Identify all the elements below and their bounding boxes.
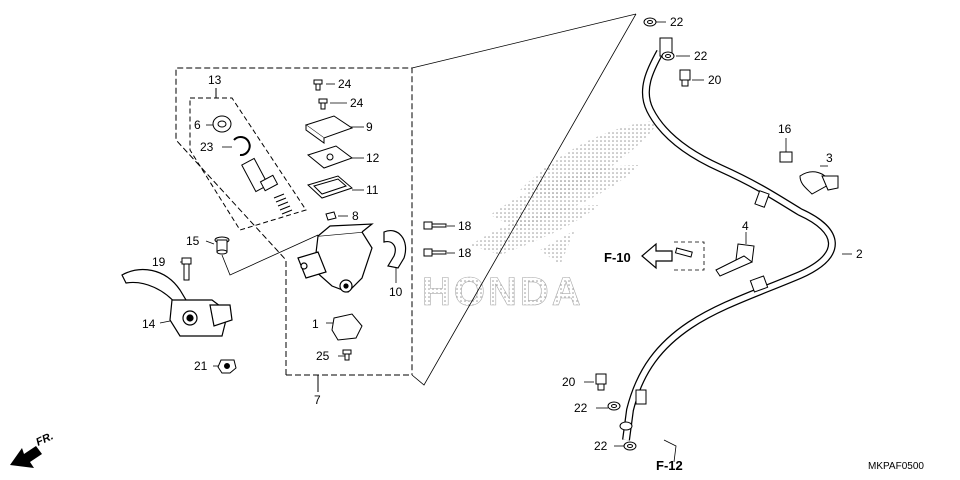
reservoir-cover-parts [304,79,354,221]
hose-clamp-parts [674,151,839,277]
f10-direction-arrow [641,242,673,270]
honda-watermark-text: HONDA [422,270,584,314]
callout-22-lower: 22 [574,401,588,415]
assembly-13-outline [189,88,307,231]
callout-18-lower: 18 [458,246,472,260]
brake-lever [121,268,233,337]
callout-13: 13 [208,73,222,87]
reference-f10: F-10 [604,250,631,265]
callout-numbers: 1 2 3 4 6 7 8 9 10 11 12 13 14 15 16 18 … [142,15,863,453]
assembly-7-outline [175,67,413,392]
front-arrow [10,446,42,468]
pivot-bolt [181,257,192,281]
callout-9: 9 [366,120,373,134]
master-cylinder-holder [383,230,407,269]
callout-2: 2 [856,247,863,261]
piston-kit-parts [212,115,293,215]
reference-f12: F-12 [656,458,683,473]
front-marker-label: FR. [34,430,55,448]
callout-18-upper: 18 [458,219,472,233]
callout-14: 14 [142,317,156,331]
callout-19: 19 [152,255,166,269]
pivot-nut [217,359,237,374]
callout-23: 23 [200,140,214,154]
callout-8: 8 [352,209,359,223]
stop-switch [331,313,363,361]
callout-20-lower: 20 [562,375,576,389]
callout-21: 21 [194,359,208,373]
callout-6: 6 [194,118,201,132]
callout-11: 11 [366,183,379,197]
master-cylinder-body [297,223,374,293]
callout-22-upper: 22 [694,49,708,63]
callout-22-bottom: 22 [594,439,608,453]
callout-20-upper: 20 [708,73,722,87]
banjo-bolts-washers [595,17,691,451]
callout-7: 7 [314,393,321,407]
diagram-code: MKPAF0500 [868,461,924,472]
holder-bolts [423,221,447,257]
callout-24-lower: 24 [350,96,364,110]
callout-25: 25 [316,349,330,363]
callout-3: 3 [826,151,833,165]
brake-hose [619,37,836,441]
callout-12: 12 [366,151,380,165]
callout-10: 10 [389,285,403,299]
pivot-bushing [214,236,230,255]
callout-15: 15 [186,234,200,248]
callout-1: 1 [312,317,319,331]
honda-wing-watermark: HONDA [422,120,660,314]
callout-22-top: 22 [670,15,684,29]
callout-16: 16 [778,122,792,136]
leader-lines [159,13,852,463]
callout-24-upper: 24 [338,77,352,91]
callout-4: 4 [742,219,749,233]
